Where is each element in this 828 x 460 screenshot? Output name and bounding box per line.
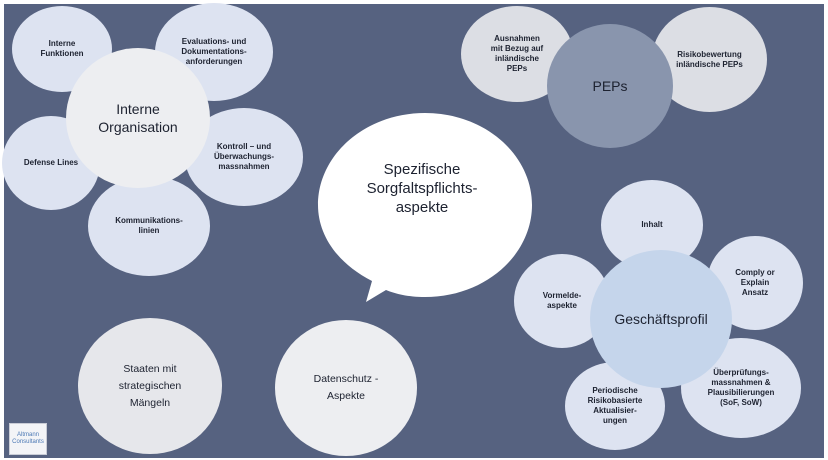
bubble-evaluations-anforderungen: Evaluations- und Dokumentations- anforde… <box>155 3 273 101</box>
speech-bubble <box>318 113 532 302</box>
circle-staaten-mit-strategischen-maengeln: Staaten mit strategischen Mängeln <box>78 318 222 454</box>
company-logo: Altmann Consultants <box>9 423 47 455</box>
hub-geschaeftsprofil: Geschäftsprofil <box>590 250 732 388</box>
hub-peps: PEPs <box>547 24 673 148</box>
bubble-ausnahmen-peps: Ausnahmen mit Bezug auf inländische PEPs <box>461 6 573 102</box>
center-title: Spezifische Sorgfaltspflichts- aspekte <box>366 161 478 216</box>
bubble-kommunikationslinien: Kommunikations- linien <box>88 176 210 276</box>
circle-datenschutz-aspekte: Datenschutz - Aspekte <box>275 320 417 456</box>
bubble-comply-or-explain: Comply or Explain Ansatz <box>707 236 803 330</box>
hub-interne-organisation: Interne Organisation <box>66 48 210 188</box>
